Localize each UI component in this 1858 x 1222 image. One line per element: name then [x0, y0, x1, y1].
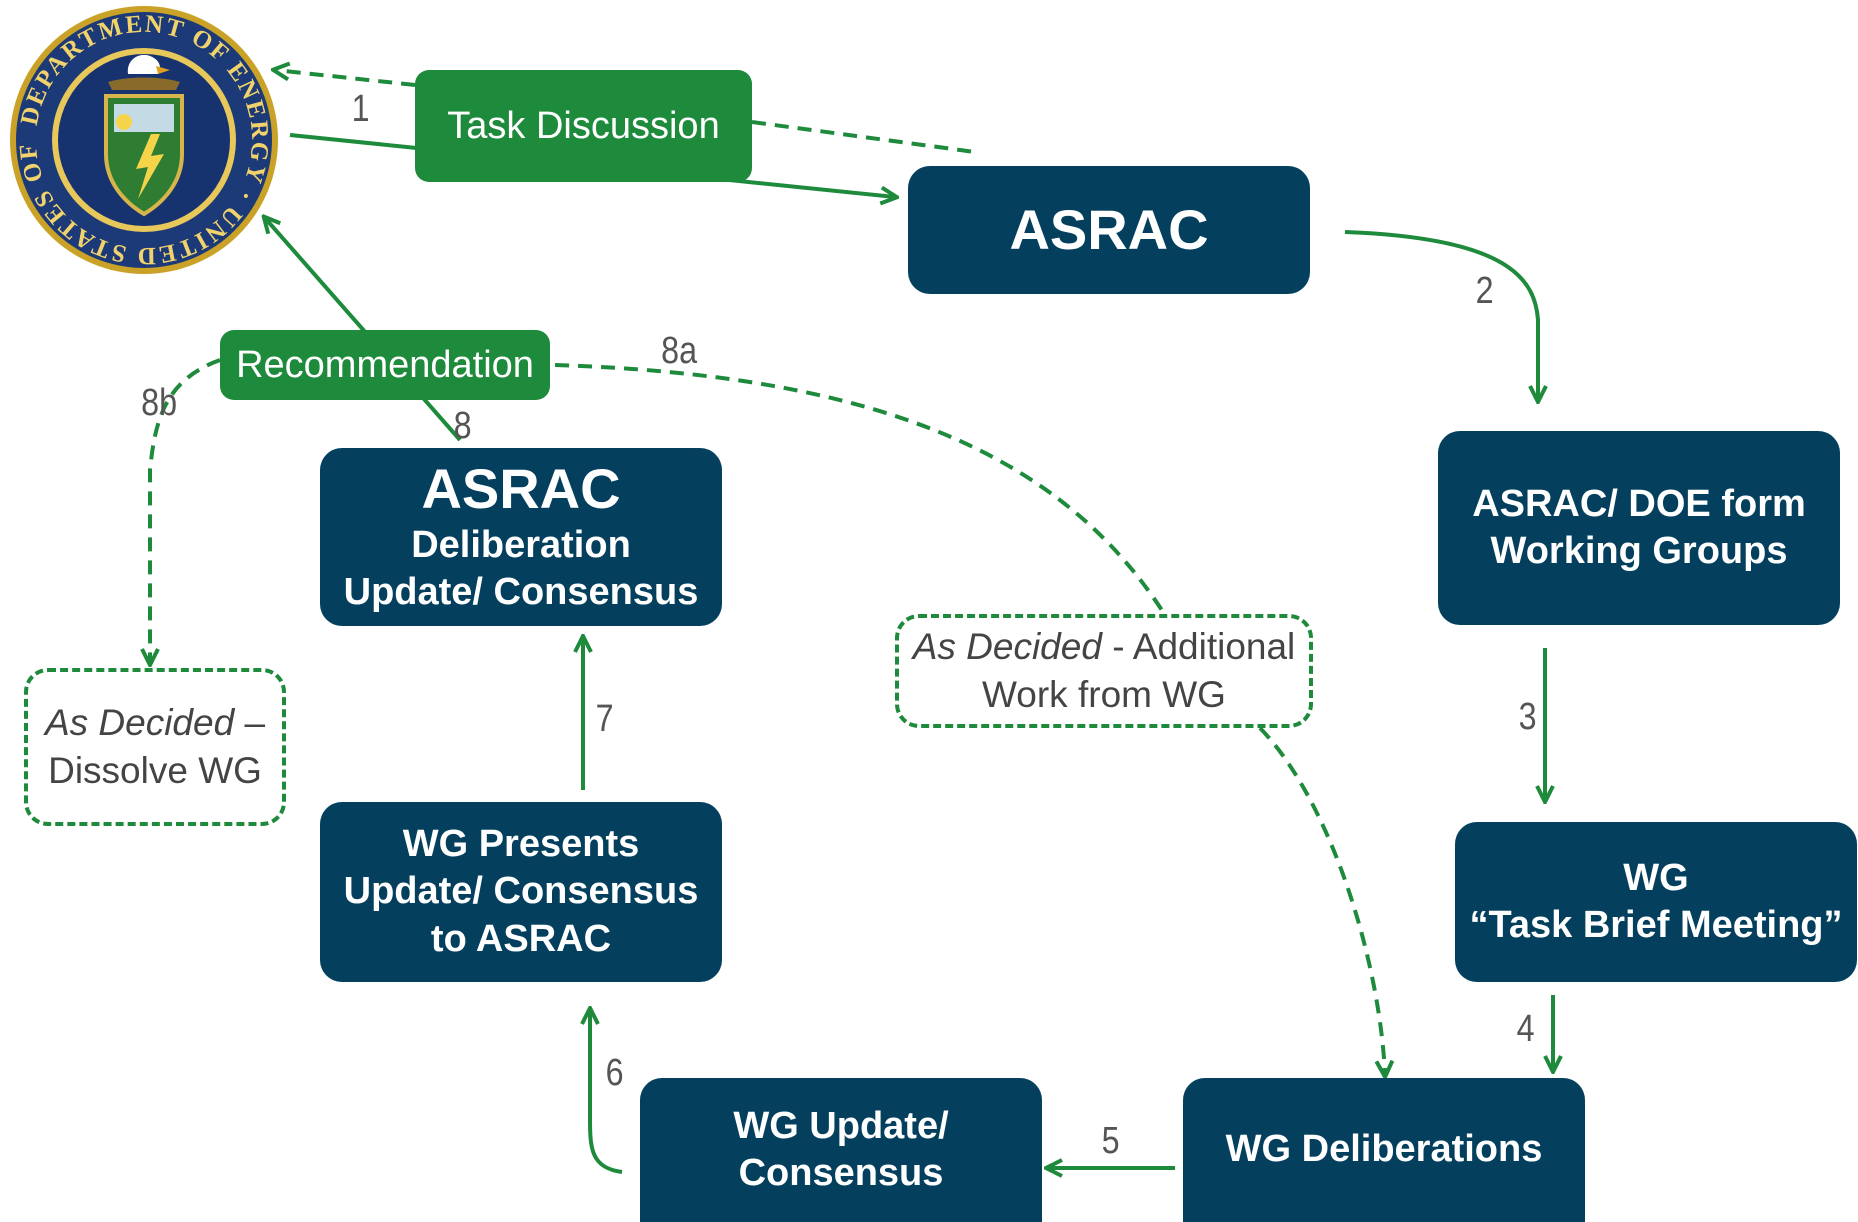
additional-rest: - Additional	[1101, 625, 1296, 667]
additional-work-line1: As Decided - Additional	[913, 623, 1296, 671]
recommendation-label: Recommendation	[236, 343, 534, 386]
step-8b-label: 8b	[141, 382, 178, 424]
additional-work-note: As Decided - Additional Work from WG	[895, 614, 1313, 728]
additional-work-line2: Work from WG	[982, 674, 1226, 715]
arrow-8b	[150, 358, 221, 663]
wg-update-consensus-node: WG Update/ Consensus	[640, 1078, 1042, 1222]
wg-update-line2: Consensus	[738, 1152, 944, 1194]
form-wg-line1: ASRAC/ DOE form	[1472, 482, 1806, 525]
asrac-top-node: ASRAC	[908, 166, 1310, 294]
arrow-8	[265, 218, 462, 442]
asrac-top-label: ASRAC	[1009, 197, 1209, 261]
form-wg-line2: Working Groups	[1490, 530, 1788, 572]
dissolve-line1: As Decided –	[45, 699, 265, 747]
dissolve-rest: –	[234, 701, 266, 743]
step-3-label: 3	[1518, 696, 1537, 738]
task-discussion-label: Task Discussion	[447, 104, 720, 147]
arrow-6	[590, 1010, 623, 1174]
presents-line2: Update/ Consensus	[343, 870, 699, 913]
wg-deliberations-label: WG Deliberations	[1225, 1128, 1543, 1171]
step-6-label: 6	[605, 1052, 624, 1094]
asrac-delib-title: ASRAC	[421, 457, 621, 521]
asrac-deliberation-node: ASRAC Deliberation Update/ Consensus	[320, 448, 722, 626]
step-7-label: 7	[595, 698, 614, 740]
asrac-delib-line1: Deliberation	[411, 523, 631, 566]
dissolve-line2: Dissolve WG	[48, 750, 262, 791]
wg-presents-node: WG Presents Update/ Consensus to ASRAC	[320, 802, 722, 982]
step-1-label: 1	[351, 88, 370, 130]
recommendation-pill: Recommendation	[220, 330, 550, 400]
task-brief-meeting-node: WG “Task Brief Meeting”	[1455, 822, 1857, 982]
presents-line3: to ASRAC	[430, 917, 612, 960]
wg-update-line1: WG Update/	[733, 1104, 949, 1147]
arrow-2	[1344, 230, 1538, 400]
task-brief-line2: “Task Brief Meeting”	[1469, 904, 1843, 946]
dissolve-wg-note: As Decided – Dissolve WG	[24, 668, 286, 826]
task-discussion-pill: Task Discussion	[415, 70, 752, 182]
arrow-8a-lower	[1258, 726, 1385, 1075]
step-8-label: 8	[453, 405, 472, 447]
wg-deliberations-node: WG Deliberations	[1183, 1078, 1585, 1222]
step-2-label: 2	[1475, 270, 1494, 312]
department-of-energy-seal-icon: DEPARTMENT OF ENERGY · UNITED STATES OF …	[8, 4, 278, 274]
presents-line1: WG Presents	[402, 822, 640, 865]
dissolve-italic: As Decided	[44, 701, 235, 743]
asrac-delib-line2: Update/ Consensus	[343, 571, 699, 614]
additional-italic: As Decided	[912, 625, 1102, 667]
step-5-label: 5	[1101, 1120, 1120, 1162]
step-8a-label: 8a	[661, 330, 698, 372]
line-8a-upper	[554, 363, 1167, 617]
arrow-1-dashed-to-doe	[275, 70, 416, 87]
step-4-label: 4	[1516, 1008, 1535, 1050]
task-brief-line1: WG	[1623, 856, 1689, 899]
line-1-dashed-right	[751, 120, 976, 154]
form-working-groups-node: ASRAC/ DOE form Working Groups	[1438, 431, 1840, 625]
